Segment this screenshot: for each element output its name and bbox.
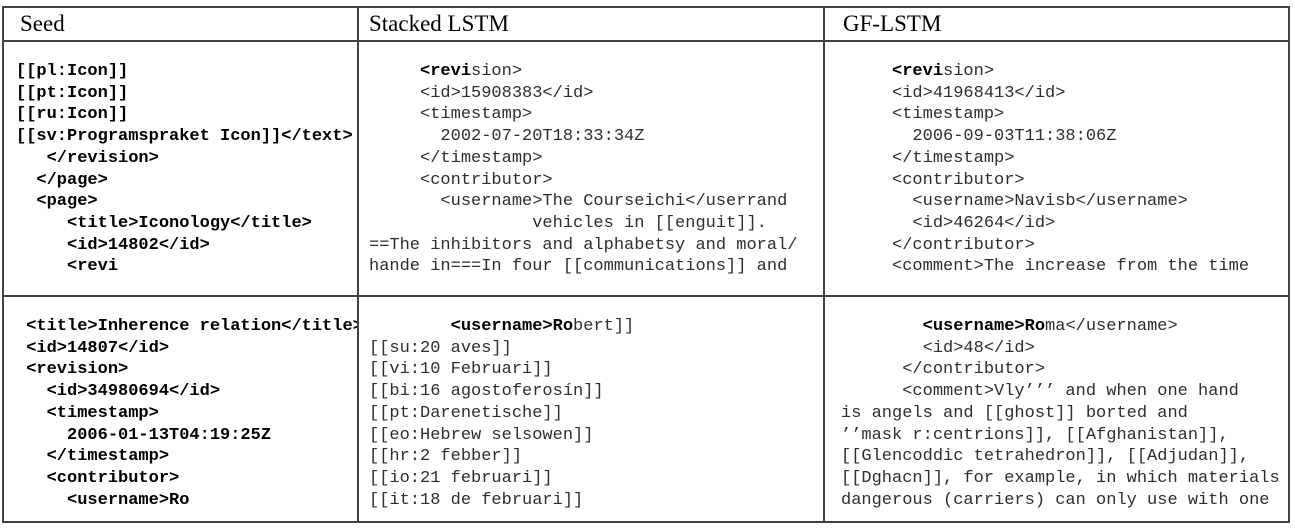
seed-text-segment: <revi bbox=[369, 62, 472, 81]
seed-text-segment: <username>Ro bbox=[369, 317, 574, 336]
column-header-seed: Seed bbox=[4, 8, 359, 42]
seed-text-segment: <username>Ro bbox=[841, 317, 1046, 336]
column-header-stacked-lstm: Stacked LSTM bbox=[359, 8, 825, 42]
sample-cell-gf-lstm-row2: <username>Roma</username> <id>48</id> </… bbox=[825, 297, 1288, 521]
sample-cell-gf-lstm-row1: <revision> <id>41968413</id> <timestamp>… bbox=[825, 42, 1288, 297]
seed-text-segment: <title>Inherence relation</title> <id>14… bbox=[26, 317, 359, 510]
seed-text-segment: [[pl:Icon]] [[pt:Icon]] [[ru:Icon]] [[sv… bbox=[16, 62, 353, 277]
sample-cell-seed-row1: [[pl:Icon]] [[pt:Icon]] [[ru:Icon]] [[sv… bbox=[4, 42, 359, 297]
sample-cell-stacked-lstm-row2: <username>Robert]] [[su:20 aves]] [[vi:1… bbox=[359, 297, 825, 521]
sample-cell-seed-row2: <title>Inherence relation</title> <id>14… bbox=[4, 297, 359, 521]
generated-text-segment: sion> <id>41968413</id> <timestamp> 2006… bbox=[892, 62, 1250, 277]
seed-text-segment: <revi bbox=[841, 62, 944, 81]
generated-text-segment: sion> <id>15908383</id> <timestamp> 2002… bbox=[369, 62, 798, 277]
sample-cell-stacked-lstm-row1: <revision> <id>15908383</id> <timestamp>… bbox=[359, 42, 825, 297]
samples-table: Seed Stacked LSTM GF-LSTM [[pl:Icon]] [[… bbox=[2, 6, 1290, 523]
column-header-gf-lstm: GF-LSTM bbox=[825, 8, 1288, 42]
generated-text-segment: bert]] [[su:20 aves]] [[vi:10 Februari]]… bbox=[369, 317, 635, 510]
generated-text-segment: ma</username> <id>48</id> </contributor>… bbox=[841, 317, 1280, 510]
